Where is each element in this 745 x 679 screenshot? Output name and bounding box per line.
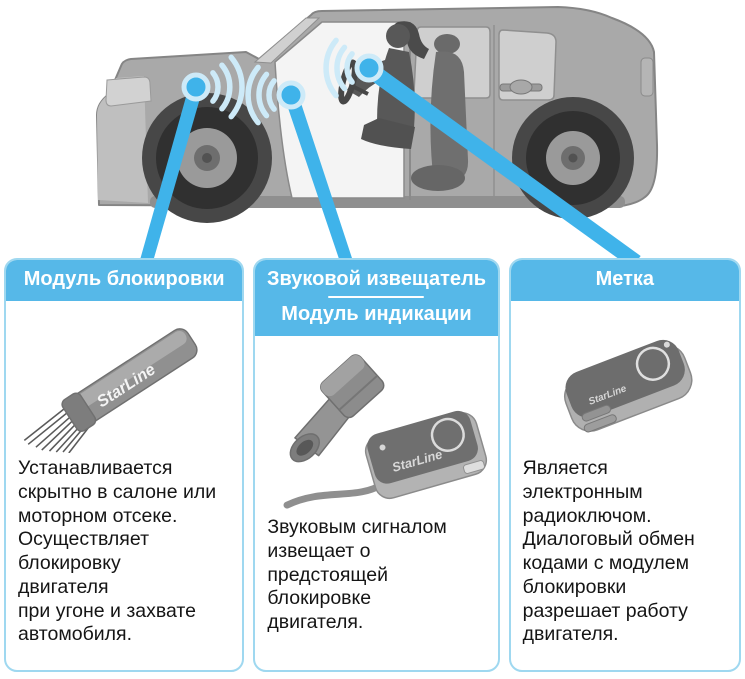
front-wheel [142,93,272,223]
blocking-module-image-area: StarLine [6,301,242,455]
module-port [463,460,486,474]
panel-tag: Метка StarLine Является электронным ради… [508,258,741,672]
info-panels: Модуль блокировки StarLine [4,258,741,672]
headlight [105,76,152,107]
panel-sound-indicator: Звуковой извещатель Модуль индикации [253,258,500,672]
tag-illustration: StarLine [563,339,693,433]
sensor-dot-door [276,80,306,110]
sensor-dot-hood [181,72,211,102]
panel-title-line2: Модуль индикации [281,303,472,325]
driver-head [386,24,410,48]
callout-beam-tag [364,62,641,262]
windshield [253,17,321,64]
rear-wheel [512,97,634,219]
panel-title-line1: Звуковой извещатель [266,268,486,290]
rear-trim [640,57,654,97]
panel-title-sound-indicator: Звуковой извещатель Модуль индикации [255,260,498,336]
sound-indicator-image-area: StarLine [255,336,497,514]
panel-blocking-module: Модуль блокировки StarLine [4,258,245,672]
module-button [431,417,466,452]
car-illustration [96,6,659,262]
driver-leg [361,118,415,149]
tag-image-area: StarLine [511,301,739,455]
tag-clip-slot [583,414,617,433]
callout-beam-sound-indicator [284,92,354,262]
panel-title-blocking-module: Модуль блокировки [6,260,243,301]
module-cable [284,479,388,509]
header-separator [328,296,425,298]
tag-fob: StarLine [563,339,693,433]
panel-description-tag: Является электронным радиоключом. Диалог… [522,457,695,646]
rocker-sill [150,196,625,208]
indication-module: StarLine [365,410,488,500]
panel-description-sound-indicator: Звуковым сигналом извещает о предстоящей… [267,516,447,634]
door-handle [499,79,543,95]
tag-led [663,341,670,348]
sensor-dot-driver [354,53,384,83]
blocking-module-illustration: StarLine [23,328,198,453]
module-stick: StarLine [61,328,198,432]
radio-waves-hood [210,54,245,120]
module-led [380,444,386,451]
tag-clip-slot [581,404,611,422]
front-bumper [97,76,148,203]
callout-beam-blocking-module [139,85,203,262]
horn-speaker [290,354,385,463]
radio-waves-driver [323,37,355,99]
radio-waves-door [245,64,277,126]
panel-description-blocking-module: Устанавливается скрытно в салоне или мот… [18,457,217,646]
sound-indicator-illustration: StarLine [284,354,488,509]
tag-button [635,346,670,381]
panel-title-tag: Метка [510,260,739,301]
